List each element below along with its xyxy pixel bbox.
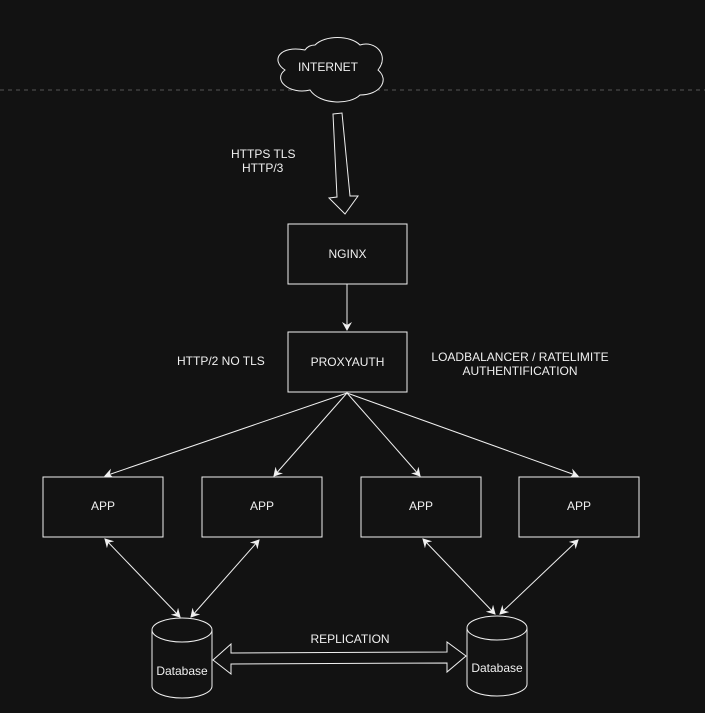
proxyauth-box[interactable] [287, 331, 408, 393]
app-label-1: APP [90, 499, 115, 513]
loadbalancer-label-2: AUTHENTIFICATION [462, 364, 578, 378]
https-label-1: HTTPS TLS [231, 147, 296, 161]
nginx-box[interactable] [287, 223, 408, 285]
proxyauth-label: PROXYAUTH [310, 355, 385, 369]
https-label-2: HTTP/3 [242, 161, 284, 175]
app-label-2: APP [249, 499, 274, 513]
proxy-to-app-arrows [104, 392, 579, 479]
app-box-1[interactable] [42, 476, 164, 538]
loadbalancer-label-1: LOADBALANCER / RATELIMITE [431, 350, 609, 364]
database-2-icon [466, 615, 528, 697]
replication-label: REPLICATION [310, 632, 390, 646]
app-db-arrows [104, 538, 579, 618]
internet-cloud-icon [277, 37, 384, 103]
http2-label: HTTP/2 NO TLS [177, 354, 265, 368]
https-big-arrow [327, 112, 359, 215]
internet-label: INTERNET [298, 60, 358, 74]
database-1-icon [151, 617, 213, 699]
nginx-label: NGINX [328, 247, 367, 261]
replication-double-arrow [212, 641, 467, 676]
app-box-4[interactable] [518, 476, 640, 538]
app-box-3[interactable] [360, 476, 482, 538]
database-label-2: Database [471, 661, 523, 675]
app-label-4: APP [566, 499, 591, 513]
database-label-1: Database [156, 664, 208, 678]
app-box-2[interactable] [201, 476, 323, 538]
app-label-3: APP [408, 499, 433, 513]
